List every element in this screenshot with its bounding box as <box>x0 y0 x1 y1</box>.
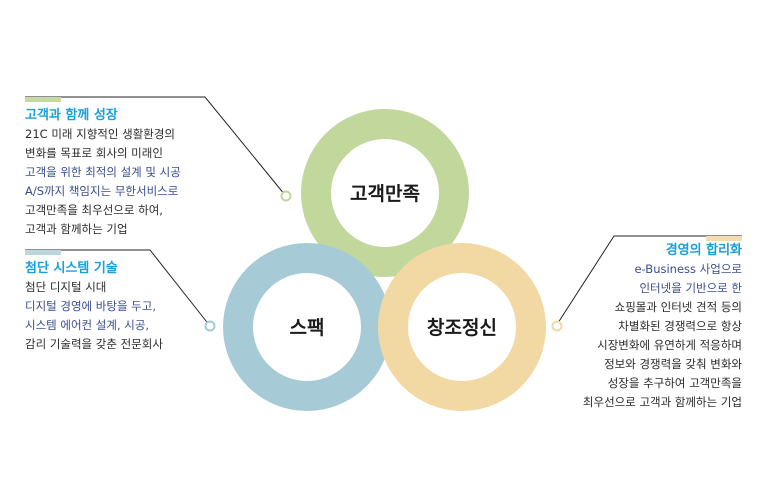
accent-bar <box>25 250 61 255</box>
accent-bar <box>706 236 742 241</box>
connector-line-customer <box>25 96 286 196</box>
block-line: 고객만족을 최우선으로 하여, <box>25 203 163 217</box>
circle-label-creativity: 창조정신 <box>427 317 497 339</box>
ring-customer <box>301 109 469 277</box>
block-line: 고객을 위한 최적의 설계 및 시공 <box>25 165 181 179</box>
block-title: 첨단 시스템 기술 <box>25 261 118 276</box>
ring-spec <box>223 243 391 411</box>
ring-creativity <box>378 243 546 411</box>
block-line: 차별화된 경쟁력으로 항상 <box>618 319 742 333</box>
accent-bar <box>25 97 61 102</box>
block-line: 고객과 함께하는 기업 <box>25 222 128 236</box>
system-tech-block: 첨단 시스템 기술 첨단 디지털 시대 디지털 경영에 바탕을 두고, 시스템 … <box>25 250 255 354</box>
block-line: 쇼핑몰과 인터넷 견적 등의 <box>614 300 742 314</box>
circle-label-spec: 스팩 <box>290 317 325 339</box>
connector-line-management <box>555 235 742 327</box>
circle-label-customer: 고객만족 <box>350 183 420 205</box>
block-line: 최우선으로 고객과 함께하는 기업 <box>582 395 742 409</box>
block-line: 시스템 에어컨 설계, 시공, <box>25 318 150 332</box>
block-line: 21C 미래 지향적인 생활환경의 <box>25 127 176 141</box>
block-line: 첨단 디지털 시대 <box>25 280 107 294</box>
block-line: 인터넷을 기반으로 한 <box>639 281 742 295</box>
connector-dot-management <box>551 320 563 332</box>
connector-dot-system <box>204 320 216 332</box>
block-line: 정보와 경쟁력을 갖춰 변화와 <box>604 357 742 371</box>
connector-line-system <box>25 249 211 327</box>
block-line: 감리 기술력을 갖춘 전문회사 <box>25 337 163 351</box>
block-title: 경영의 합리화 <box>665 243 742 258</box>
block-line: A/S까지 책임지는 무한서비스로 <box>25 184 179 198</box>
customer-growth-block: 고객과 함께 성장 21C 미래 지향적인 생활환경의 변화를 목표로 회사의 … <box>25 97 255 239</box>
block-line: 시장변화에 유연하게 적응하며 <box>597 338 742 352</box>
connector-dot-customer <box>280 190 292 202</box>
block-line: 변화를 목표로 회사의 미래인 <box>25 146 163 160</box>
block-line: e-Business 사업으로 <box>634 262 742 276</box>
block-title: 고객과 함께 성장 <box>25 108 118 123</box>
management-block: 경영의 합리화 e-Business 사업으로 인터넷을 기반으로 한 쇼핑몰과… <box>482 236 742 412</box>
block-line: 디지털 경영에 바탕을 두고, <box>25 299 157 313</box>
block-line: 성장을 추구하여 고객만족을 <box>607 376 742 390</box>
